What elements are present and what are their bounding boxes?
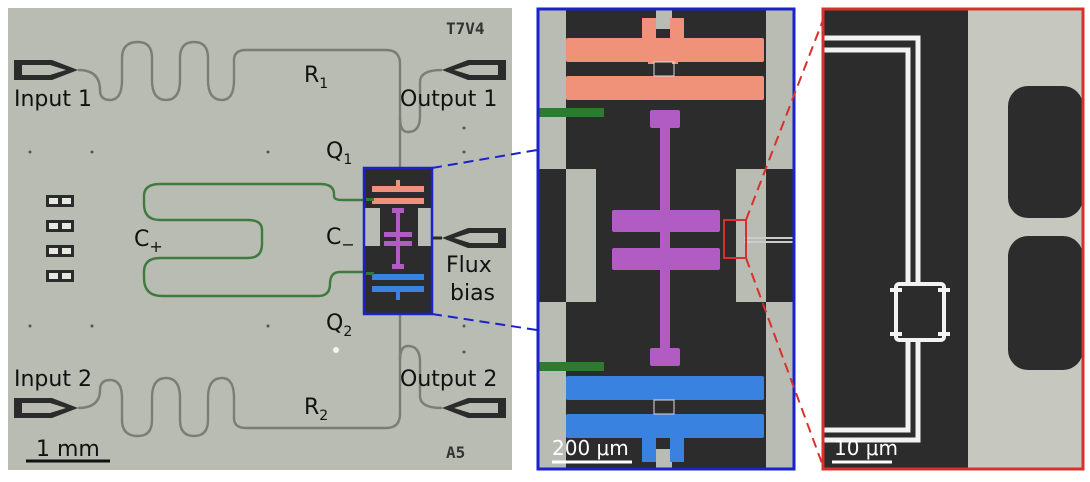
drive-line-q2 — [538, 362, 604, 371]
qubit-q1-bottom-pad — [372, 198, 424, 204]
resonator-r2 — [77, 312, 402, 438]
feedline-output-1 — [398, 68, 443, 134]
resonator-r1 — [77, 40, 402, 168]
label-r2: R2 — [304, 395, 328, 424]
tunable-coupler-bottom-pad — [384, 241, 412, 246]
squid-loop — [890, 282, 950, 342]
qubit-q1-top-pad — [372, 186, 424, 192]
scale-label-200um: 200 μm — [552, 436, 629, 460]
label-output-2: Output 2 — [400, 367, 497, 392]
label-input-2: Input 2 — [14, 367, 92, 392]
label-c-plus: C+ — [134, 227, 163, 256]
drive-line-q1 — [538, 108, 604, 117]
qubit-q1-zoom — [566, 18, 764, 100]
launch-pad-output-2 — [442, 398, 506, 418]
zoom-connector-top-1 — [431, 149, 538, 169]
tunable-coupler-zoom — [612, 110, 720, 366]
chip-particle — [333, 347, 339, 353]
coupler-c-plus — [142, 182, 370, 298]
chip-overview-panel: Input 1 Output 1 Input 2 Output 2 R1 R2 … — [8, 8, 512, 470]
qubit-q2-top-pad — [372, 274, 424, 280]
qubit-zoom-border — [536, 7, 796, 471]
label-output-1: Output 1 — [400, 87, 497, 112]
zoom-connector-top-2 — [745, 19, 824, 221]
qubit-zoom-panel: 200 μm — [536, 7, 796, 471]
qubit-q2-bottom-pad — [372, 286, 424, 292]
scale-label-10um: 10 μm — [834, 436, 898, 460]
scale-label-1mm: 1 mm — [36, 437, 100, 462]
launch-pad-output-1 — [442, 60, 506, 80]
label-q2: Q2 — [326, 311, 352, 340]
label-q1: Q1 — [326, 139, 352, 168]
inset-1-marker — [362, 166, 434, 316]
zoom-connector-bottom-1 — [431, 313, 538, 331]
feedline-output-2 — [398, 344, 443, 410]
label-input-1: Input 1 — [14, 87, 92, 112]
label-r1: R1 — [304, 63, 328, 92]
qubit-q2-zoom — [566, 376, 764, 462]
coupler-pad-lower — [1008, 236, 1083, 370]
label-flux: Flux — [446, 253, 492, 278]
qubit-region — [362, 166, 434, 316]
squid-zoom-border — [821, 7, 1085, 471]
chip-mark-top: T7V4 — [446, 19, 485, 38]
launch-pad-input-1 — [14, 60, 78, 80]
chip-mark-bottom: A5 — [446, 443, 465, 462]
zoom-connector-bottom-2 — [745, 257, 824, 467]
label-c-minus: C− — [326, 225, 355, 254]
label-bias: bias — [450, 281, 495, 306]
alignment-marks — [46, 195, 74, 282]
chip-dots — [28, 126, 466, 354]
flux-bias-loop — [823, 35, 921, 286]
launch-pad-input-2 — [14, 398, 78, 418]
inset-2-marker — [723, 219, 747, 259]
tunable-coupler-top-pad — [384, 232, 412, 237]
squid-zoom-panel: 10 μm — [821, 7, 1085, 471]
coupler-pad-upper — [1008, 86, 1083, 218]
